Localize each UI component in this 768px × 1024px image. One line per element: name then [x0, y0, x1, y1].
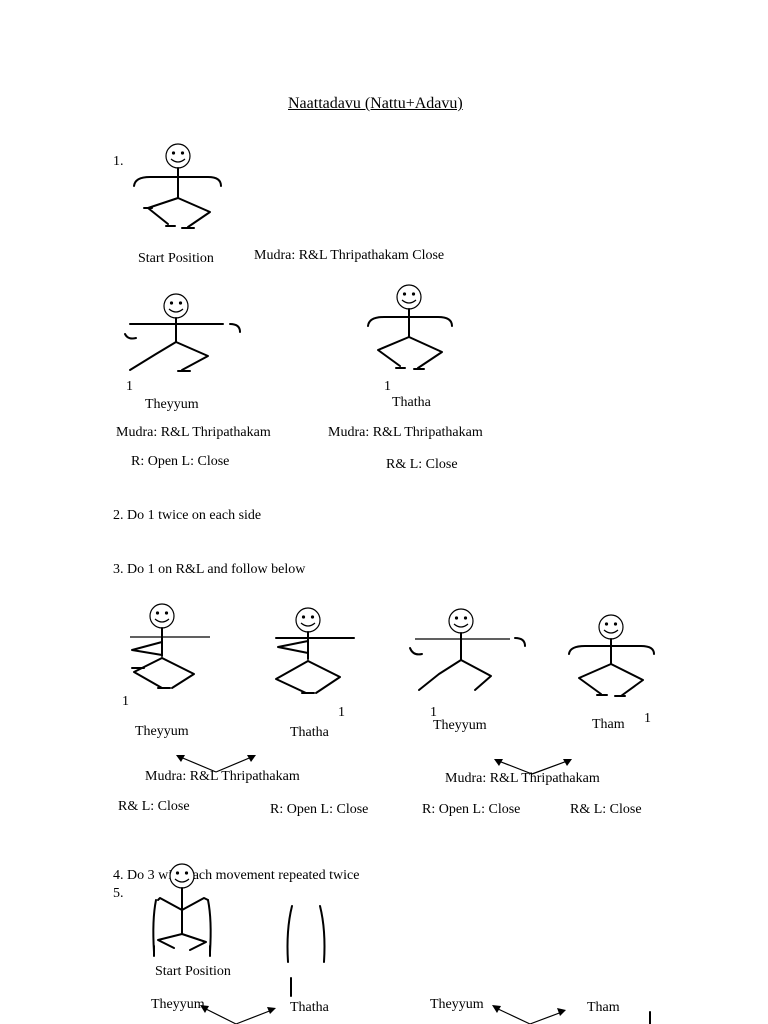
mudra-label: Mudra: R&L Thripathakam [116, 425, 271, 440]
bol-label-theyyum: Theyyum [433, 718, 487, 733]
bol-label-tham: Tham [592, 717, 625, 732]
start-position-label: Start Position [155, 964, 231, 979]
count-label: 1 [338, 705, 345, 720]
bol-label-thatha: Thatha [392, 395, 431, 410]
step-number: 5. [113, 886, 124, 901]
hands-label: R: Open L: Close [270, 802, 369, 817]
start-mudra-label: Mudra: R&L Thripathakam Close [254, 248, 445, 263]
stick-figure-theyyum [120, 290, 245, 380]
double-arrow-icon [492, 1005, 566, 1024]
bol-label-theyyum: Theyyum [151, 997, 205, 1012]
bol-label-tham: Tham [587, 1000, 620, 1015]
start-position-label: Start Position [138, 251, 214, 266]
count-label: 1 [430, 705, 437, 720]
hands-label: R& L: Close [118, 799, 190, 814]
bol-label-theyyum: Theyyum [145, 397, 199, 412]
double-arrow-icon [200, 1005, 276, 1024]
stick-figure-start [148, 860, 223, 965]
stick-figure-thatha [362, 282, 462, 377]
bracket-shape [282, 900, 332, 1000]
stick-figure-theyyum [122, 600, 222, 695]
count-label: 1 [384, 379, 391, 394]
hands-label: R& L: Close [386, 457, 458, 472]
stick-figure-start [130, 140, 230, 240]
step-3-text: 3. Do 1 on R&L and follow below [113, 562, 306, 577]
stroke-fragment [640, 1006, 660, 1024]
hands-label: R: Open L: Close [131, 454, 230, 469]
hands-label: R& L: Close [570, 802, 642, 817]
step-number: 1. [113, 154, 124, 169]
bol-label-theyyum: Theyyum [430, 997, 484, 1012]
stick-figure-theyyum [405, 604, 535, 699]
hands-label: R: Open L: Close [422, 802, 521, 817]
count-label: 1 [644, 711, 651, 726]
mudra-label: Mudra: R&L Thripathakam [145, 769, 300, 784]
bol-label-thatha: Thatha [290, 725, 329, 740]
stick-figure-tham [565, 612, 660, 702]
mudra-label: Mudra: R&L Thripathakam [445, 771, 600, 786]
page-title: Naattadavu (Nattu+Adavu) [288, 95, 463, 112]
bol-label-thatha: Thatha [290, 1000, 329, 1015]
double-arrow-icon [494, 759, 572, 780]
step-2-text: 2. Do 1 twice on each side [113, 508, 262, 523]
count-label: 1 [122, 694, 129, 709]
double-arrow-icon [176, 755, 256, 778]
stick-figure-thatha [268, 605, 368, 700]
bol-label-theyyum: Theyyum [135, 724, 189, 739]
mudra-label: Mudra: R&L Thripathakam [328, 425, 483, 440]
count-label: 1 [126, 379, 133, 394]
